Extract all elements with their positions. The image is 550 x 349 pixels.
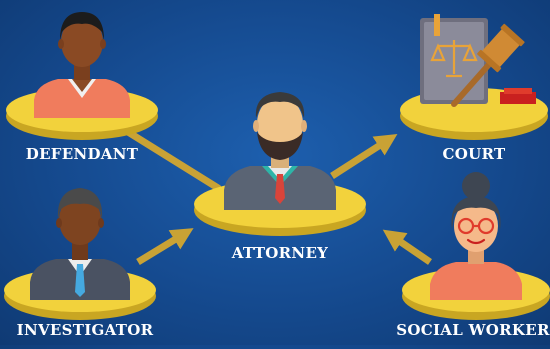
defendant-label: DEFENDANT — [25, 145, 139, 163]
attorney-figure — [224, 92, 336, 210]
glasses-icon — [457, 217, 495, 235]
investigator-label: INVESTIGATOR — [16, 321, 154, 339]
court-label: COURT — [442, 145, 506, 163]
arrow-attorney-to-court — [330, 133, 398, 179]
arrow-social-worker-to-attorney — [382, 229, 432, 265]
investigator-node — [4, 188, 156, 320]
defendant-figure — [34, 12, 130, 118]
attorney-node — [194, 92, 366, 236]
social-worker-figure — [430, 172, 522, 300]
arrows — [124, 128, 432, 265]
gavel-block-icon — [500, 88, 536, 104]
social-worker-node — [402, 172, 550, 320]
arrow-investigator-to-attorney — [136, 228, 194, 265]
arrow-defendant-to-attorney — [124, 128, 222, 192]
defendant-node — [6, 12, 158, 140]
investigator-figure — [30, 188, 130, 300]
social-worker-label: SOCIAL WORKER — [396, 321, 550, 339]
scales-of-justice-icon — [430, 40, 478, 78]
court-node — [400, 14, 548, 140]
gavel-icon — [451, 23, 525, 107]
attorney-label: ATTORNEY — [231, 244, 329, 262]
